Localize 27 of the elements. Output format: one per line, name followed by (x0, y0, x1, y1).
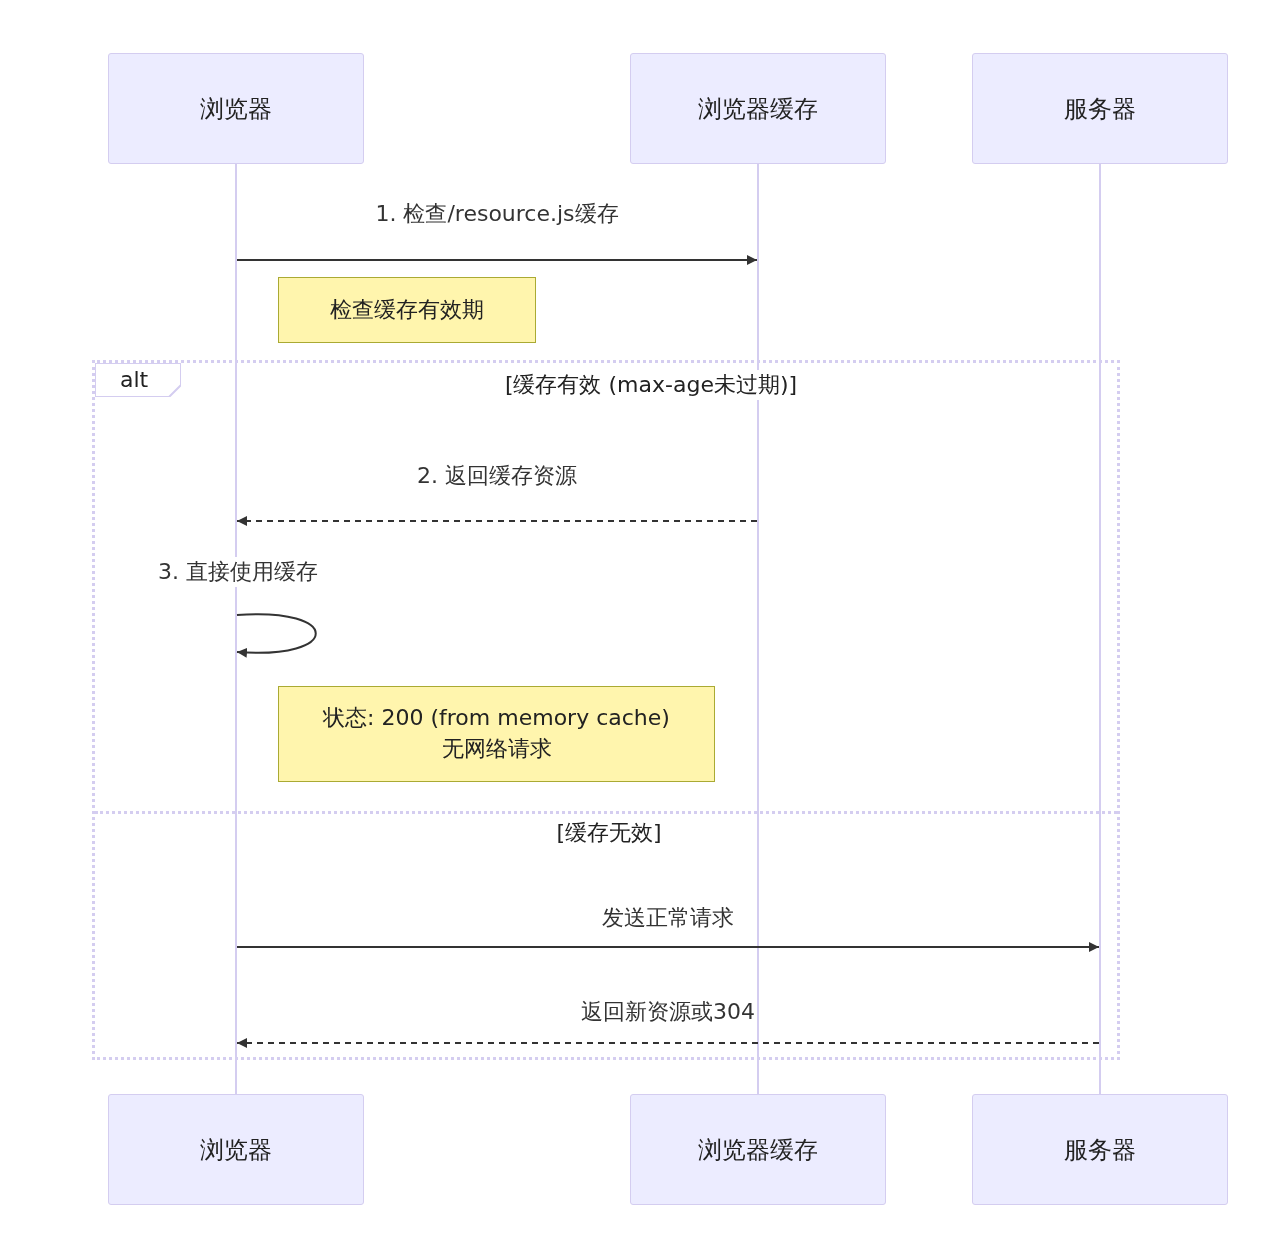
frame-tab: alt (95, 363, 181, 397)
message-arrow (236, 942, 1100, 952)
participant-label: 浏览器 (200, 93, 272, 125)
note-text: 状态: 200 (from memory cache) (323, 704, 670, 733)
lifeline (235, 164, 237, 1094)
message-label: 3. 直接使用缓存 (156, 557, 320, 587)
message-arrow (236, 613, 317, 658)
note-box (278, 686, 715, 782)
participant-box (108, 1094, 364, 1205)
participant-label: 服务器 (1064, 1134, 1136, 1166)
note-text: 检查缓存有效期 (330, 295, 484, 324)
participant-label: 浏览器 (200, 1134, 272, 1166)
participant-box (972, 53, 1228, 164)
note-text: 无网络请求 (441, 735, 552, 763)
note-box (278, 277, 536, 343)
lifeline (757, 164, 759, 1094)
message-arrow (236, 255, 758, 265)
message-arrow (236, 1038, 1100, 1048)
participant-label: 服务器 (1064, 93, 1136, 125)
participant-label: 浏览器缓存 (698, 93, 818, 125)
participant-box (972, 1094, 1228, 1205)
participant-box (108, 53, 364, 164)
participant-label: 浏览器缓存 (698, 1134, 818, 1166)
participant-box (630, 1094, 886, 1205)
lifeline (1099, 164, 1101, 1094)
participant-box (630, 53, 886, 164)
message-arrow (236, 516, 758, 526)
